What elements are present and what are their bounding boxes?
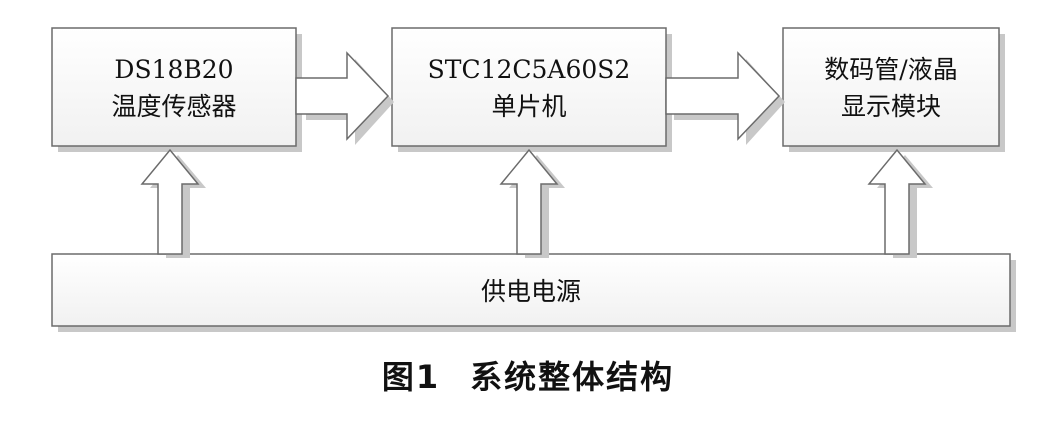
figure-title: 系统整体结构 xyxy=(470,358,675,396)
arrow-power-to-mcu xyxy=(499,148,565,258)
figure-number: 图1 xyxy=(381,358,441,396)
mcu-type-label: 单片机 xyxy=(491,92,566,121)
figure-caption: 图1 系统整体结构 xyxy=(0,352,1056,398)
sensor-block: DS18B20 温度传感器 xyxy=(51,27,302,152)
display-module-label: 显示模块 xyxy=(841,92,941,121)
sensor-type-label: 温度传感器 xyxy=(111,92,236,121)
display-type-label: 数码管/液晶 xyxy=(824,55,957,84)
display-block: 数码管/液晶 显示模块 xyxy=(782,27,1005,152)
power-supply-label: 供电电源 xyxy=(481,277,581,306)
arrow-power-to-sensor xyxy=(140,148,206,258)
arrow-sensor-to-mcu xyxy=(295,51,394,145)
mcu-block: STC12C5A60S2 单片机 xyxy=(391,27,672,152)
arrow-mcu-to-display xyxy=(665,51,785,145)
power-supply-block: 供电电源 xyxy=(51,253,1016,332)
sensor-model-label: DS18B20 xyxy=(114,55,233,84)
arrow-power-to-display xyxy=(867,148,933,258)
mcu-model-label: STC12C5A60S2 xyxy=(428,55,631,84)
